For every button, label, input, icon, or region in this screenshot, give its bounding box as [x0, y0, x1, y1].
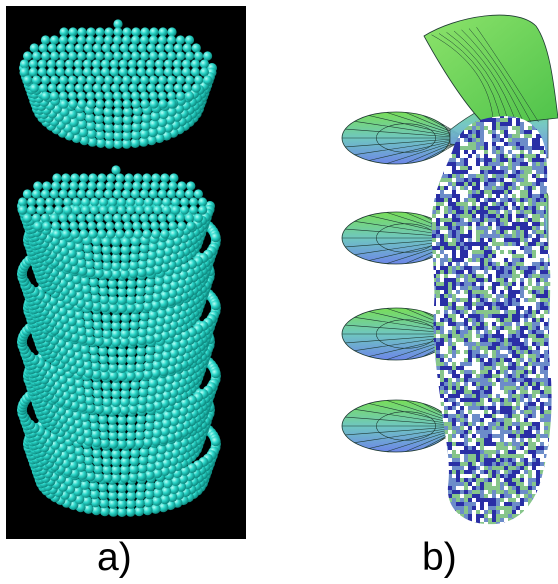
panel-b-surface-texture — [431, 116, 552, 525]
panel-a-nanotube-stack — [6, 6, 246, 539]
atom-layer — [23, 403, 221, 517]
panel-b-helicoid-surface — [341, 14, 558, 525]
panel-a-caption: a) — [97, 536, 132, 579]
atom-layer — [23, 199, 221, 313]
panel-a-atom-layers — [17, 19, 221, 517]
atom-layer — [19, 19, 217, 149]
atom-layer — [17, 233, 215, 347]
atom-layer — [17, 165, 215, 279]
panel-b-top-cap — [423, 14, 558, 127]
panel-b-caption: b) — [422, 536, 457, 579]
